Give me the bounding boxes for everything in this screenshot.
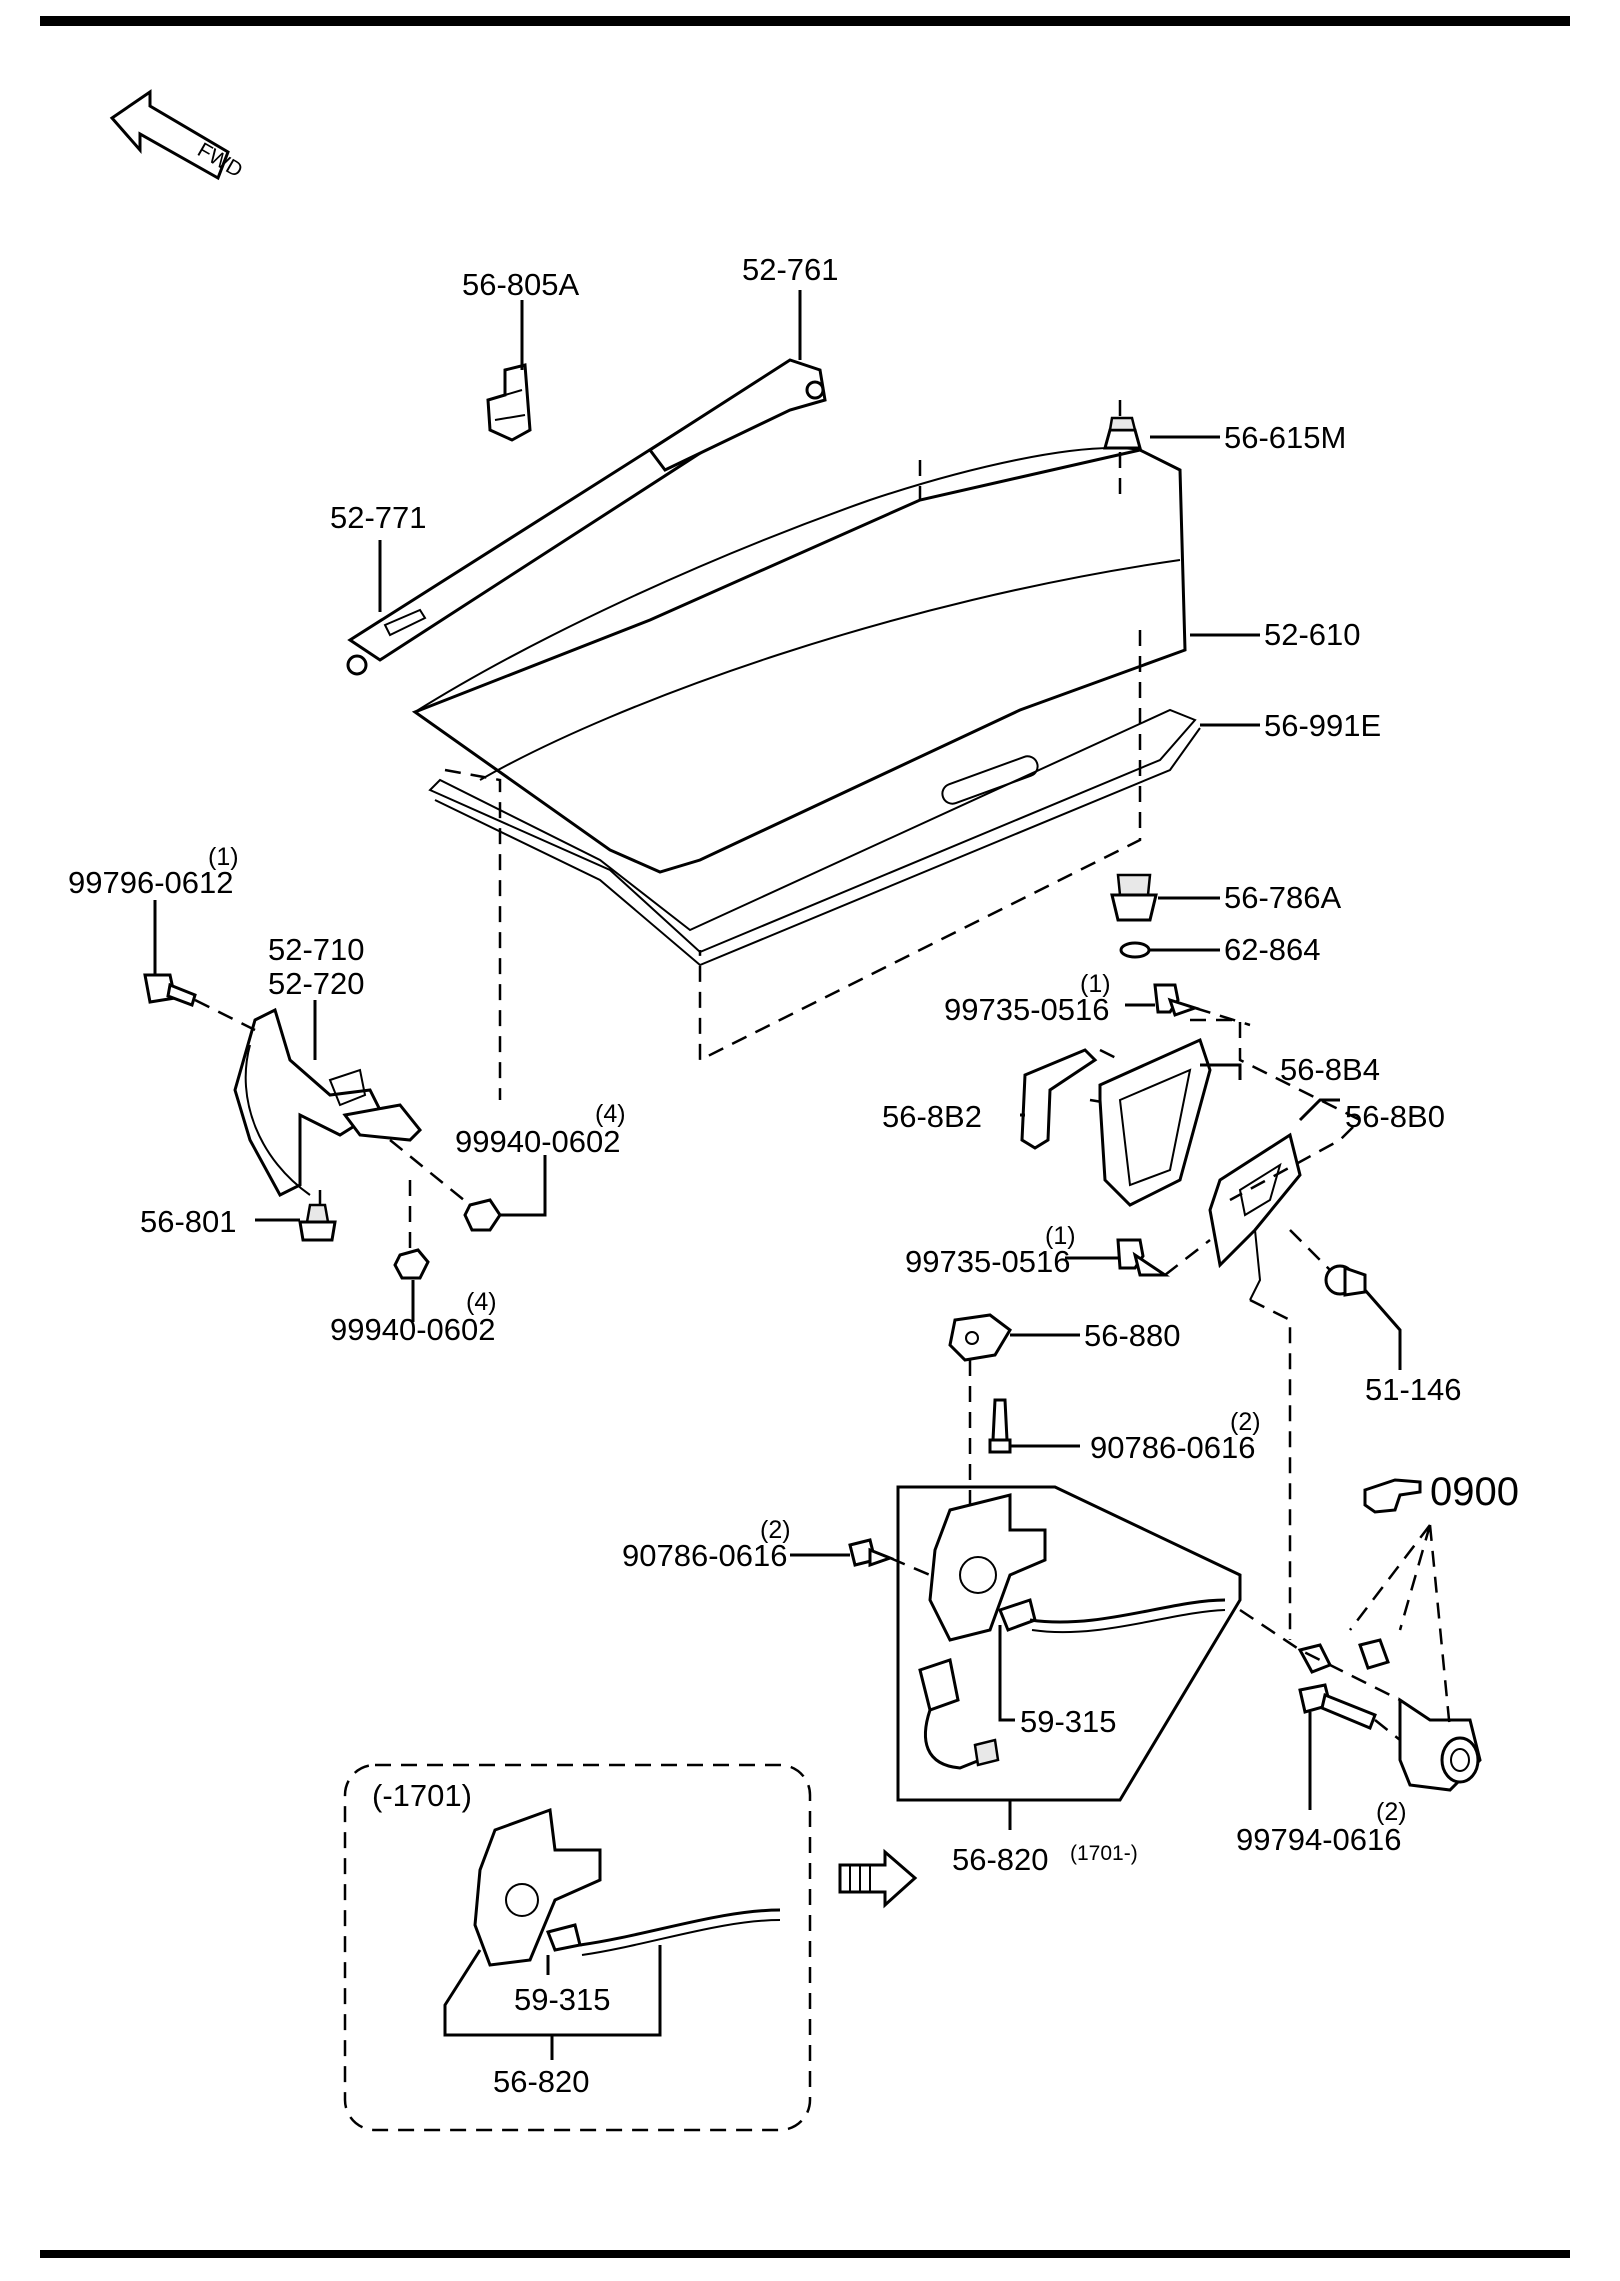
- label-99735-0516-b: 99735-0516: [905, 1244, 1071, 1279]
- label-56-991E: 56-991E: [1264, 708, 1381, 743]
- label-62-864: 62-864: [1224, 932, 1321, 967]
- grommet-guides: [1249, 1229, 1331, 1640]
- label-59-315-a: 59-315: [1020, 1704, 1117, 1739]
- label-99735-0516-a: 99735-0516: [944, 992, 1110, 1027]
- label-52-710: 52-710: [268, 932, 365, 967]
- label-inset-range: (-1701): [372, 1778, 472, 1813]
- label-56-8B2: 56-8B2: [882, 1099, 982, 1134]
- label-56-615M: 56-615M: [1224, 420, 1346, 455]
- label-56-820-a: 56-820: [952, 1842, 1049, 1877]
- qty-90786-0616-b: (2): [760, 1516, 791, 1544]
- latch-bolt: [848, 1538, 895, 1568]
- label-56-880: 56-880: [1084, 1318, 1181, 1353]
- inset-latch: [473, 1807, 781, 1967]
- latch-bolt-guide: [889, 1556, 931, 1577]
- screw-a: [1153, 983, 1200, 1017]
- stay-bracket: [647, 358, 827, 472]
- striker-bolt: [988, 1398, 1012, 1454]
- inset-box: [343, 1763, 812, 2132]
- screw-b: [1116, 1238, 1170, 1277]
- striker: [948, 1313, 1012, 1362]
- hinge-bumper: [298, 1203, 337, 1242]
- qty-99796-0612: (1): [208, 843, 239, 871]
- label-59-315-b: 59-315: [514, 1982, 611, 2017]
- label-52-761: 52-761: [742, 252, 839, 287]
- latch-switch: [918, 1658, 1000, 1770]
- bottom-rule: [40, 2250, 1570, 2258]
- nut-a: [463, 1198, 502, 1232]
- label-56-820-a-suffix: (1701-): [1070, 1842, 1138, 1865]
- label-99940-0602-a: 99940-0602: [455, 1124, 621, 1159]
- part-labels: 56-805A 52-761 56-615M 52-771 52-610 56-…: [68, 252, 1519, 2099]
- label-51-146: 51-146: [1365, 1372, 1462, 1407]
- label-56-801: 56-801: [140, 1204, 237, 1239]
- label-56-786A: 56-786A: [1224, 880, 1342, 915]
- clip-part: [486, 363, 532, 442]
- screw-guides: [1164, 1006, 1251, 1276]
- cylinder-bolt: [1298, 1683, 1377, 1730]
- key-cylinder: [1297, 1638, 1482, 1792]
- bumper-dashed-guide: [918, 400, 1122, 500]
- fwd-arrow-icon: FWD: [109, 89, 246, 182]
- handle-switch: [1208, 1132, 1302, 1301]
- grommet: [1324, 1264, 1367, 1297]
- label-99794-0616: 99794-0616: [1236, 1822, 1402, 1857]
- qty-99735-0516-a: (1): [1080, 970, 1111, 998]
- lock-assembly-outline: [896, 1485, 1242, 1802]
- qty-99940-0602-b: (4): [466, 1288, 497, 1316]
- cylinder-bolt-guide: [1374, 1719, 1401, 1741]
- bumper-top: [1103, 416, 1142, 450]
- qty-99794-0616: (2): [1376, 1798, 1407, 1826]
- qty-90786-0616-a: (2): [1230, 1408, 1261, 1436]
- leader-lines: [153, 290, 1402, 1975]
- label-52-720: 52-720: [268, 966, 365, 1001]
- inset-bracket-line: [443, 1945, 662, 2037]
- bumper-lower: [1110, 873, 1158, 959]
- label-ref-0900: 0900: [1430, 1470, 1519, 1514]
- pointing-hand-icon: [1363, 1478, 1422, 1514]
- label-52-610: 52-610: [1264, 617, 1361, 652]
- handle-cover: [1020, 1048, 1098, 1150]
- label-56-8B4: 56-8B4: [1280, 1052, 1380, 1087]
- lid-dashed-outline: [444, 630, 1142, 1100]
- trunk-lid: [411, 447, 1187, 874]
- latch: [928, 1493, 1226, 1642]
- bolt-guide: [194, 998, 256, 1032]
- reference-0900-arrows: [1349, 1524, 1452, 1731]
- nut-b: [393, 1248, 430, 1280]
- nut-guides: [318, 1139, 471, 1250]
- label-99796-0612: 99796-0612: [68, 865, 234, 900]
- label-90786-0616-b: 90786-0616: [622, 1538, 788, 1573]
- label-56-8B0: 56-8B0: [1345, 1099, 1445, 1134]
- qty-99940-0602-a: (4): [595, 1100, 626, 1128]
- hinge-assembly: [233, 1007, 423, 1197]
- qty-99735-0516-b: (1): [1045, 1222, 1076, 1250]
- label-90786-0616-a: 90786-0616: [1090, 1430, 1256, 1465]
- label-99940-0602-b: 99940-0602: [330, 1312, 496, 1347]
- label-56-820-b: 56-820: [493, 2064, 590, 2099]
- top-rule: [40, 16, 1570, 26]
- transition-arrow-icon: [838, 1848, 918, 1909]
- weatherstrip: [428, 708, 1201, 967]
- handle-base: [1098, 1037, 1212, 1207]
- label-52-771: 52-771: [330, 500, 427, 535]
- hinge-bolt: [143, 973, 197, 1007]
- label-56-805A: 56-805A: [462, 267, 580, 302]
